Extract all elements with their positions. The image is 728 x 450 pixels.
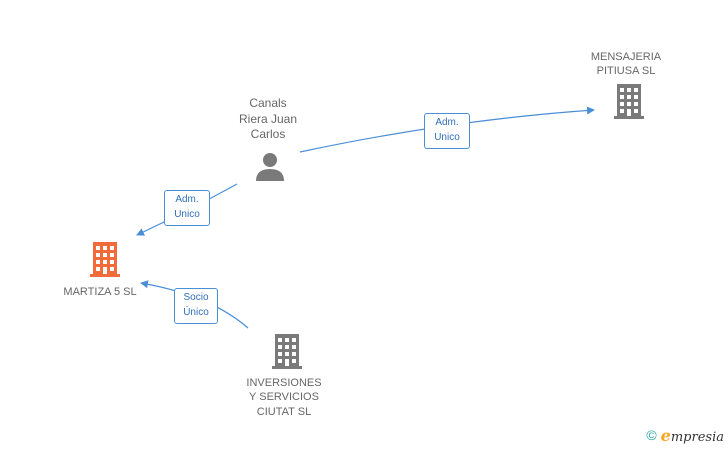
edge-label-socio-unico: Socio Único [174, 288, 218, 324]
brand-logo[interactable]: empresia [661, 426, 724, 445]
brand-initial: e [660, 425, 671, 445]
copyright-icon: © [646, 427, 657, 443]
building-icon[interactable] [270, 334, 304, 370]
edge-label-adm-unico: Adm. Unico [164, 190, 210, 226]
building-icon[interactable] [88, 242, 122, 278]
mensajeria-label[interactable]: MENSAJERIA PITIUSA SL [590, 51, 662, 78]
martiza-label[interactable]: MARTIZA 5 SL [63, 286, 137, 298]
person-label[interactable]: Canals Riera Juan Carlos [238, 96, 298, 142]
building-icon[interactable] [612, 84, 646, 120]
person-icon[interactable] [255, 152, 285, 182]
inversiones-label[interactable]: INVERSIONES Y SERVICIOS CIUTAT SL [246, 377, 322, 418]
edge-label-adm-unico: Adm. Unico [424, 113, 470, 149]
brand-name: mpresia [670, 429, 724, 445]
brand-footer: © empresia [646, 425, 724, 445]
